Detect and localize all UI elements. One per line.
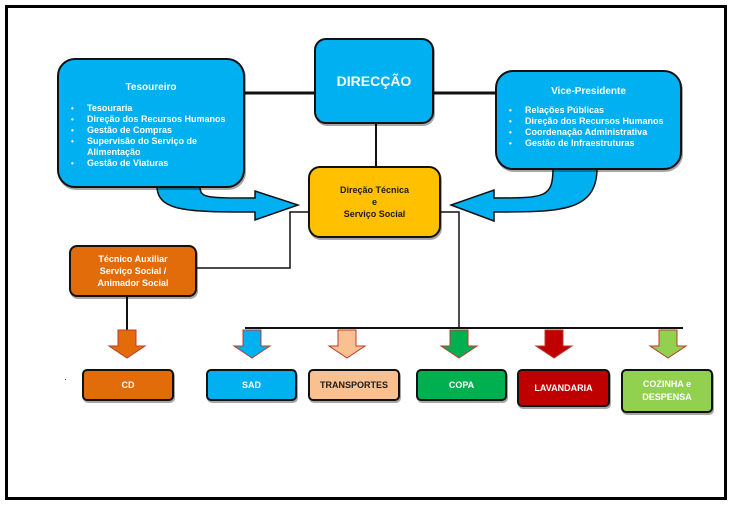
- department-label: CD: [121, 379, 135, 390]
- tesoureiro-item: Direção dos Recursos Humanos: [71, 114, 243, 125]
- direccao-box: DIRECÇÃO: [314, 38, 434, 124]
- connector-center-assistant: [196, 211, 308, 269]
- direcao-tecnica-box: Direção Técnica e Serviço Social: [308, 166, 441, 238]
- department-label: TRANSPORTES: [319, 379, 388, 390]
- department-label: LAVANDARIA: [534, 382, 593, 393]
- tecnico-auxiliar-line1: Técnico Auxiliar: [98, 254, 168, 264]
- vice-presidente-item: Relações Públicas: [509, 105, 680, 116]
- down-arrow-lavandaria: [534, 329, 574, 359]
- tesoureiro-title: Tesoureiro: [125, 82, 177, 93]
- down-arrow-copa: [439, 329, 479, 359]
- department-box-sad: SAD: [206, 369, 297, 401]
- tecnico-auxiliar-line2: Serviço Social /: [99, 266, 167, 276]
- direcao-tecnica-line2: e: [371, 197, 377, 207]
- tecnico-auxiliar-line3: Animador Social: [97, 278, 169, 288]
- direcao-tecnica-line1: Direção Técnica: [339, 185, 410, 195]
- tesoureiro-box: Tesoureiro Tesouraria Direção dos Recurs…: [57, 58, 245, 188]
- curved-arrow-right: [448, 167, 598, 223]
- down-arrow-transportes: [327, 329, 367, 359]
- tesoureiro-item: Gestão de Viaturas: [71, 158, 243, 169]
- department-label: SAD: [241, 379, 261, 390]
- department-box-copa: COPA: [416, 369, 507, 401]
- vice-presidente-item: Coordenação Administrativa: [509, 127, 680, 138]
- department-box-lavandaria: LAVANDARIA: [517, 369, 610, 407]
- direcao-tecnica-line3: Serviço Social: [343, 209, 406, 219]
- department-box-transportes: TRANSPORTES: [308, 369, 400, 401]
- vice-presidente-title: Vice-Presidente: [551, 86, 626, 97]
- tesoureiro-item: Gestão de Compras: [71, 125, 243, 136]
- department-label-line2: DESPENSA: [642, 392, 692, 402]
- curved-arrow-left: [156, 185, 301, 222]
- down-arrow-sad: [232, 329, 272, 359]
- stray-dot: [65, 379, 66, 380]
- tesoureiro-item: Tesouraria: [71, 103, 243, 114]
- down-arrow-cozinha-despensa: [648, 329, 688, 359]
- direccao-label: DIRECÇÃO: [336, 73, 412, 89]
- vice-presidente-box: Vice-Presidente Relações Públicas Direçã…: [495, 70, 682, 170]
- department-label: COPA: [448, 379, 475, 390]
- tesoureiro-item: Supervisão do Serviço de Alimentação: [71, 136, 243, 158]
- vice-presidente-item: Direção dos Recursos Humanos: [509, 116, 680, 127]
- department-label: COZINHA e: [642, 379, 692, 389]
- down-arrow-cd: [107, 329, 147, 359]
- connector-center-bus: [440, 211, 460, 328]
- department-box-cozinha-despensa: COZINHA e DESPENSA: [621, 369, 713, 413]
- department-box-cd: CD: [82, 369, 174, 401]
- vice-presidente-item: Gestão de Infraestruturas: [509, 138, 680, 149]
- tesoureiro-list: Tesouraria Direção dos Recursos Humanos …: [59, 103, 243, 169]
- diagram-frame: [5, 5, 727, 500]
- vice-presidente-list: Relações Públicas Direção dos Recursos H…: [497, 105, 680, 149]
- tecnico-auxiliar-box: Técnico Auxiliar Serviço Social / Animad…: [69, 245, 197, 297]
